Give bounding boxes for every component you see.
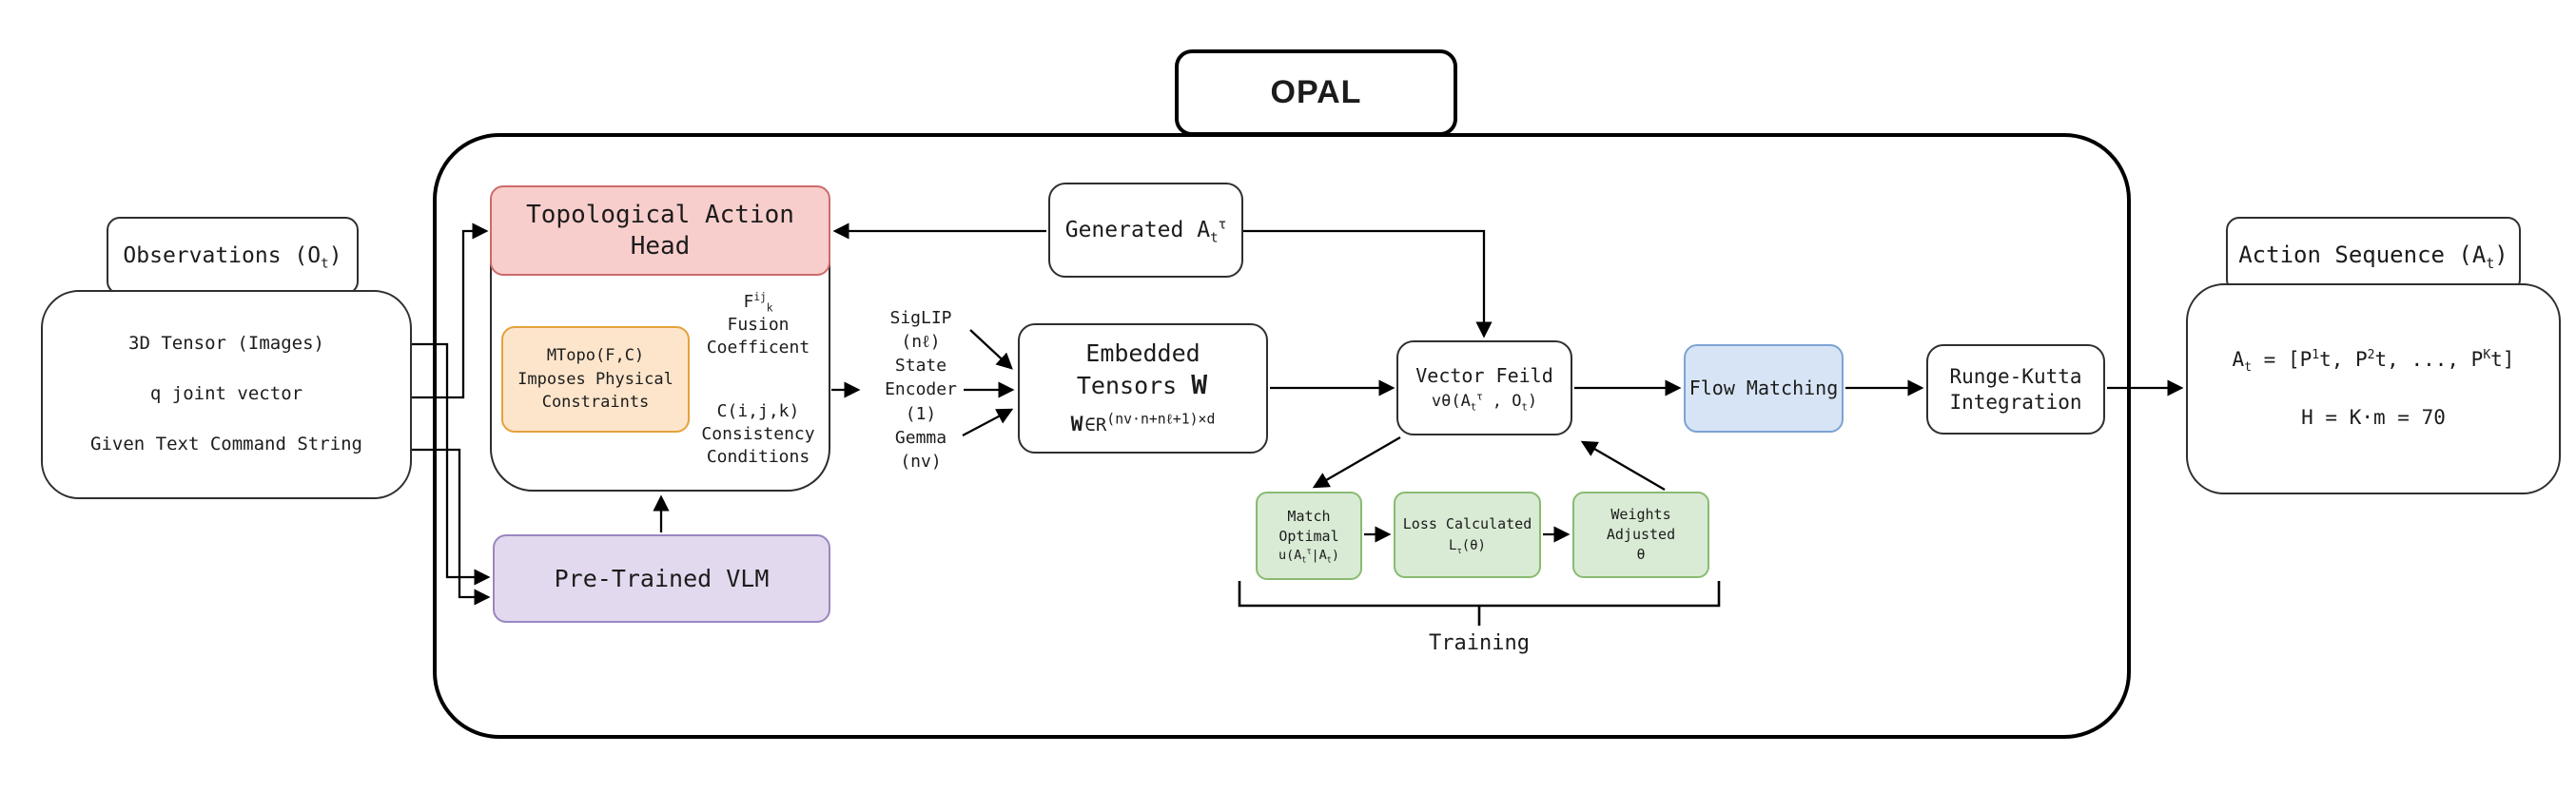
- observations-label: Observations (Ot): [123, 242, 342, 272]
- loss-calculated-box: Loss Calculated Lτ(θ): [1394, 492, 1541, 578]
- flow-matching-label: Flow Matching: [1688, 377, 1839, 399]
- embedded-tensors-word: Tensors: [1076, 372, 1178, 400]
- encoder-label: Encoder: [885, 379, 957, 400]
- wire-generated-to-vector-field: [1243, 229, 1493, 338]
- wire-vector-field-to-match: [1312, 436, 1401, 489]
- embedded-formula: W∈R(nv·n+nℓ+1)×d: [1071, 413, 1216, 438]
- runge-line: Runge-Kutta: [1949, 365, 2082, 389]
- wire-weights-to-vector-field: [1580, 440, 1666, 491]
- action-sequence-body-box: At = [P1t, P2t, ..., PKt] H = K·m = 70: [2186, 283, 2561, 494]
- embedded-w-symbol: W: [1191, 369, 1208, 401]
- observations-label-box: Observations (Ot): [107, 217, 359, 295]
- vector-field-line1: Vector Feild: [1415, 363, 1553, 387]
- weights-line: Weights: [1610, 506, 1671, 523]
- encoder-label: (1): [905, 403, 937, 424]
- formula-membership: ∈R: [1084, 415, 1107, 436]
- action-sequence-horizon: H = K·m = 70: [2301, 406, 2446, 429]
- encoder-label: SigLIP: [889, 307, 952, 328]
- action-sequence-formula: At = [P1t, P2t, ..., PKt]: [2232, 347, 2515, 375]
- observation-item: 3D Tensor (Images): [128, 333, 324, 355]
- mtopo-line: MTopo(F,C): [546, 346, 645, 366]
- vector-field-box: Vector Feild vθ(Atτ , Ot): [1396, 340, 1572, 435]
- action-sequence-label: Action Sequence (At): [2238, 242, 2508, 272]
- vector-field-line2: vθ(Atτ , Ot): [1431, 391, 1538, 414]
- fusion-line: Fijk: [743, 290, 773, 315]
- wire-textcommand-to-vlm: [412, 448, 491, 606]
- diagram-title: OPAL: [1270, 74, 1362, 111]
- loss-line: Loss Calculated: [1402, 515, 1532, 533]
- wire-qjoint-to-action-head: [412, 222, 489, 399]
- fusion-line: Coefficent: [706, 338, 810, 358]
- opal-title-box: OPAL: [1175, 49, 1457, 136]
- wire-siglip-to-embedded: [969, 329, 1013, 370]
- topological-action-head-label: Topological Action Head: [526, 201, 794, 261]
- observation-item: q joint vector: [149, 383, 303, 405]
- fusion-line: Fusion: [727, 314, 790, 335]
- mtopo-line: Imposes Physical: [517, 369, 673, 389]
- match-line: Optimal: [1278, 528, 1339, 546]
- generated-action-label: Generated Atτ: [1064, 216, 1227, 246]
- topological-action-head-box: Topological Action Head: [490, 185, 830, 276]
- encoder-label: (nv): [900, 451, 942, 472]
- weights-line: θ: [1636, 546, 1646, 563]
- match-line: Match: [1287, 508, 1331, 526]
- pretrained-vlm-label: Pre-Trained VLM: [554, 564, 770, 592]
- match-formula: u(Atτ|At): [1278, 546, 1339, 565]
- runge-kutta-box: Runge-Kutta Integration: [1926, 344, 2105, 435]
- formula-exponent: (nv·n+nℓ+1)×d: [1106, 412, 1216, 428]
- embedded-line2: Tensors W: [1077, 368, 1209, 401]
- consistency-line: Consistency: [701, 423, 815, 444]
- embedded-tensors-box: Embedded Tensors W W∈R(nv·n+nℓ+1)×d: [1018, 323, 1268, 454]
- generated-action-box: Generated Atτ: [1048, 183, 1243, 278]
- observations-body-box: 3D Tensor (Images) q joint vector Given …: [41, 290, 412, 499]
- wire-gemma-to-embedded: [962, 408, 1014, 437]
- training-label: Training: [1417, 629, 1541, 658]
- consistency-line: C(i,j,k): [716, 400, 800, 421]
- encoder-labels: SigLIP (nℓ) State Encoder (1) Gemma (nv): [873, 304, 968, 475]
- observation-item: Given Text Command String: [90, 434, 362, 455]
- pretrained-vlm-box: Pre-Trained VLM: [493, 534, 830, 623]
- loss-formula: Lτ(θ): [1449, 538, 1486, 557]
- mtopo-line: Constraints: [541, 393, 650, 413]
- training-label-text: Training: [1429, 631, 1530, 656]
- encoder-label: Gemma: [894, 427, 947, 448]
- encoder-label: (nℓ): [901, 332, 941, 353]
- embedded-line1: Embedded: [1085, 339, 1200, 368]
- weights-line: Adjusted: [1606, 526, 1676, 543]
- encoder-label: State: [894, 356, 947, 377]
- fusion-coefficient-text: Fijk Fusion Coefficent: [687, 285, 829, 365]
- formula-w: W: [1070, 413, 1083, 437]
- weights-adjusted-box: Weights Adjusted θ: [1572, 492, 1709, 578]
- consistency-conditions-text: C(i,j,k) Consistency Conditions: [687, 397, 829, 472]
- mtopo-constraints-box: MTopo(F,C) Imposes Physical Constraints: [501, 326, 690, 433]
- flow-matching-box: Flow Matching: [1684, 344, 1844, 433]
- training-bracket: [1238, 581, 1721, 626]
- runge-line: Integration: [1949, 390, 2082, 414]
- consistency-line: Conditions: [706, 447, 810, 468]
- wire-3dtensor-to-vlm: [412, 342, 491, 586]
- action-sequence-label-box: Action Sequence (At): [2226, 217, 2521, 293]
- match-optimal-box: Match Optimal u(Atτ|At): [1256, 492, 1362, 580]
